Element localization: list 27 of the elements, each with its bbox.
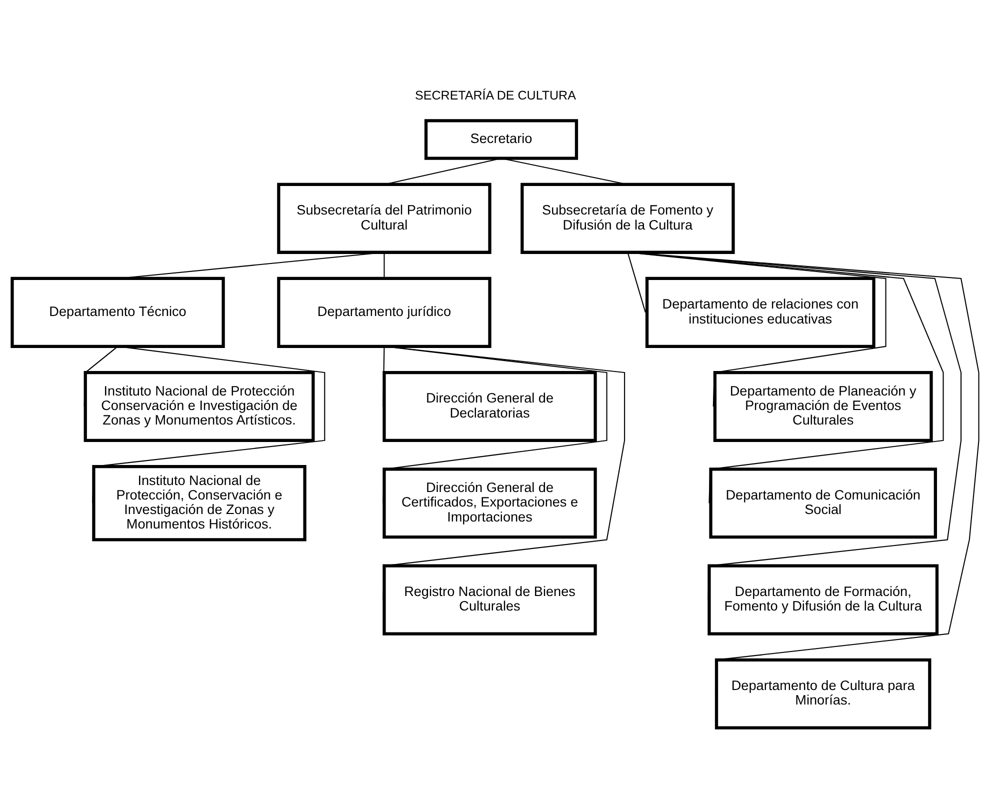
connector bbox=[382, 345, 608, 503]
connector bbox=[92, 345, 326, 503]
node-box: Departamento de Formación, Fomento y Difusión de la Cultura bbox=[708, 564, 939, 635]
connector bbox=[628, 251, 886, 406]
node-box: Departamento de Comunicación Social bbox=[709, 467, 937, 538]
connector bbox=[627, 252, 646, 312]
node-box: Departamento de relaciones con instituciones educativas bbox=[645, 276, 876, 348]
node-box: Dirección General de Certificados, Exportaciones e Importaciones bbox=[382, 467, 597, 538]
node-box: Dirección General de Declaratorias bbox=[382, 370, 597, 442]
node-box: Departamento jurídico bbox=[277, 276, 492, 348]
connector bbox=[382, 345, 626, 600]
node-box: Secretario bbox=[424, 118, 578, 160]
node-box: Departamento de Cultura para Minorías. bbox=[714, 658, 932, 729]
node-box: Departamento de Planeación y Programación de Eventos Culturales bbox=[713, 370, 933, 442]
node-box: Subsecretaría del Patrimonio Cultural bbox=[277, 182, 492, 254]
connector bbox=[628, 251, 962, 600]
connector bbox=[628, 251, 980, 694]
connector bbox=[384, 252, 385, 278]
connector bbox=[382, 346, 385, 406]
connector bbox=[84, 346, 118, 406]
node-box: Registro Nacional de Bienes Culturales bbox=[382, 564, 597, 635]
node-box: Departamento Técnico bbox=[10, 276, 225, 348]
node-box: Subsecretaría de Fomento y Difusión de la Cultura bbox=[520, 182, 735, 254]
node-box: Instituto Nacional de Protección, Conservación e Investigación de Zonas y Monumentos Históricos. bbox=[92, 464, 306, 541]
connector bbox=[628, 251, 944, 503]
node-box: Instituto Nacional de Protección Conservación e Investigación de Zonas y Monumentos Artísticos. bbox=[84, 370, 315, 442]
diagram-title: SECRETARÍA DE CULTURA bbox=[415, 88, 576, 102]
